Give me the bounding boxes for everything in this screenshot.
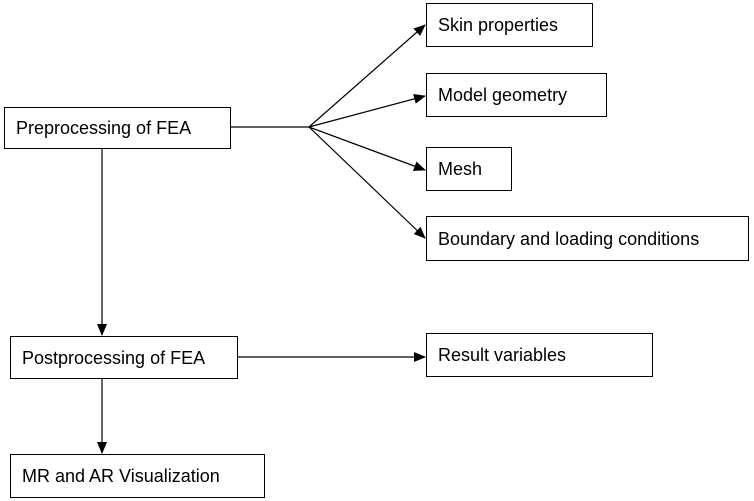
edge-preprocessing-to-skin-properties	[308, 24, 426, 128]
skin-properties-label: Skin properties	[438, 15, 559, 35]
visualization-label: MR and AR Visualization	[22, 466, 220, 486]
model-geometry-label: Model geometry	[438, 85, 568, 105]
preprocessing-node: Preprocessing of FEA	[4, 107, 231, 149]
postprocessing-node: Postprocessing of FEA	[10, 336, 238, 379]
preprocessing-label: Preprocessing of FEA	[16, 118, 192, 138]
mesh-node: Mesh	[426, 147, 512, 191]
edge-preprocessing-to-model-geometry	[308, 94, 426, 128]
skin-properties-node: Skin properties	[426, 3, 593, 47]
boundary-conditions-label: Boundary and loading conditions	[438, 228, 700, 249]
visualization-node: MR and AR Visualization	[10, 454, 265, 498]
mesh-label: Mesh	[438, 159, 483, 179]
boundary-conditions-node: Boundary and loading conditions	[426, 216, 749, 261]
result-variables-node: Result variables	[426, 333, 653, 377]
result-variables-label: Result variables	[438, 345, 567, 365]
model-geometry-node: Model geometry	[426, 73, 607, 117]
edge-preprocessing-to-mesh	[308, 126, 426, 171]
edge-preprocessing-to-boundary-conditions	[308, 126, 426, 239]
postprocessing-label: Postprocessing of FEA	[22, 347, 206, 368]
